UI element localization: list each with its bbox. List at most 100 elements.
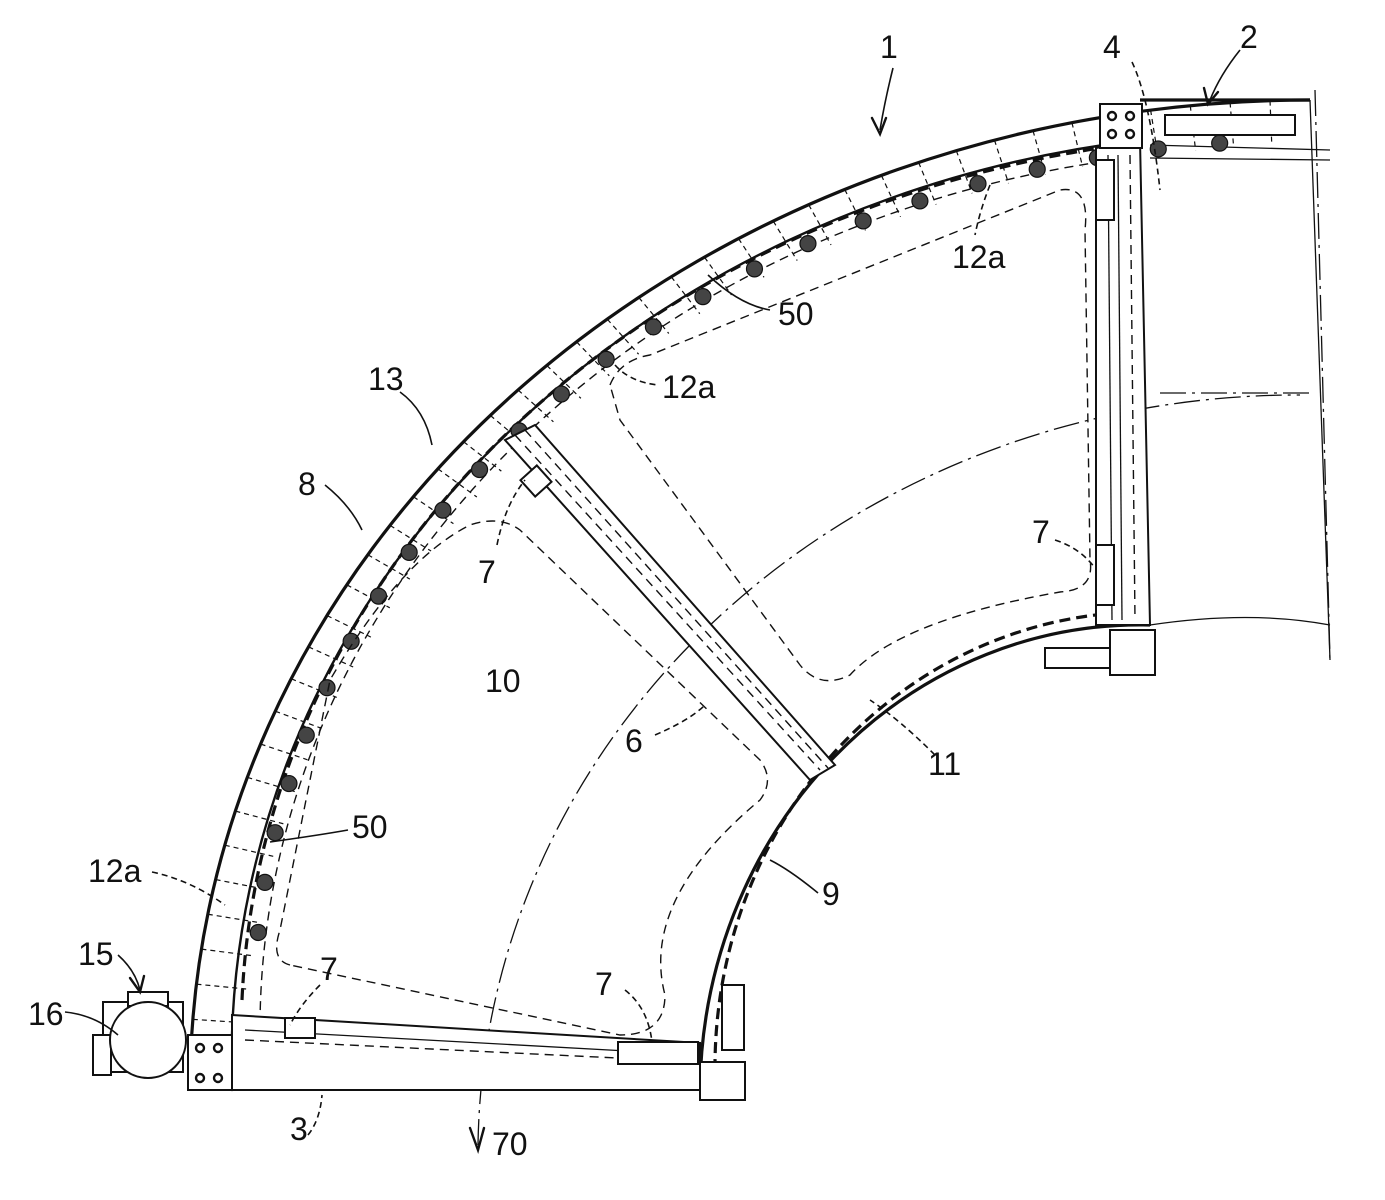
drive-motor: [109, 1001, 187, 1079]
belt-segment-tick: [308, 646, 354, 668]
belt-segment-tick: [606, 318, 640, 355]
leader-7a: [496, 479, 526, 546]
arrow-70: [468, 1126, 486, 1154]
chain-roller: [745, 260, 764, 278]
belt-segment-tick: [918, 162, 937, 205]
tension-unit-bottom: [699, 1061, 746, 1101]
chain-roller: [280, 774, 298, 793]
belt-segment-tick: [703, 256, 733, 296]
leader-12a-bot: [151, 871, 226, 906]
belt-segment-tick: [576, 341, 610, 377]
label-50-bot: 50: [352, 809, 388, 845]
belt-segment-tick: [955, 150, 973, 194]
chain-roller: [249, 923, 267, 942]
chain-roller: [969, 175, 987, 193]
mount-hole: [212, 1042, 224, 1054]
label-7c: 7: [320, 951, 338, 987]
belt-segment-tick: [993, 139, 1010, 184]
right-bracket-top: [1095, 159, 1115, 221]
mount-hole: [212, 1072, 224, 1084]
right-frame-line-3: [1129, 154, 1136, 621]
leader-1: [879, 67, 894, 131]
label-7d: 7: [595, 966, 613, 1002]
chain-roller: [297, 726, 315, 744]
diagonal-bracket: [519, 464, 553, 498]
straight-lower-edge: [1149, 616, 1331, 626]
chain-roller: [552, 385, 570, 403]
leader-16: [64, 1011, 119, 1036]
straight-right-end: [1314, 89, 1331, 661]
diagonal-frame-member: [503, 423, 837, 782]
chain-roller: [434, 501, 452, 519]
drive-side-box: [92, 1034, 112, 1076]
belt-segment-tick: [463, 441, 502, 472]
bottom-bracket-right: [617, 1041, 699, 1065]
belt-segment-tick: [1071, 122, 1084, 167]
label-10: 10: [485, 663, 521, 699]
inner-curve-arc: [698, 623, 1151, 1089]
belt-segment-tick: [201, 948, 251, 957]
tension-bolt-bottom: [721, 984, 745, 1051]
diagonal-line-2: [524, 429, 829, 769]
belt-segment-tick: [389, 524, 432, 552]
tension-bolt-right: [1044, 647, 1111, 669]
diagonal-line-1: [514, 434, 821, 771]
chain-roller: [266, 824, 284, 842]
label-13: 13: [368, 361, 404, 397]
chain-roller: [256, 873, 274, 891]
plate-hole: [1106, 128, 1118, 140]
leader-2: [1209, 49, 1241, 101]
bottom-bracket-left: [284, 1017, 316, 1039]
chain-roller: [342, 632, 360, 650]
straight-bracket: [1164, 114, 1296, 136]
right-frame-line-1: [1107, 154, 1113, 621]
chain-roller: [694, 288, 712, 306]
chain-roller: [854, 212, 872, 230]
straight-edge-3: [1149, 157, 1331, 161]
chain-roller: [911, 192, 929, 210]
belt-segment-tick: [437, 468, 478, 498]
label-50-top: 50: [778, 296, 814, 332]
leader-7c: [289, 984, 321, 1026]
chain-roller: [644, 318, 663, 336]
leader-50-top: [707, 274, 771, 311]
chain-rollers: [249, 134, 1229, 942]
chain-roller: [597, 350, 615, 368]
label-7b: 7: [1032, 514, 1050, 550]
leader-7d: [624, 989, 653, 1043]
label-9: 9: [822, 876, 840, 912]
belt-segment-tick: [346, 584, 391, 609]
label-15: 15: [78, 936, 114, 972]
belt-segment-tick: [224, 844, 274, 857]
guide-plate-11: [609, 188, 1092, 682]
belt-segment-tick: [638, 297, 670, 334]
leader-9: [769, 859, 819, 894]
chain-roller: [400, 543, 418, 561]
straight-edge-2: [1149, 144, 1331, 151]
drive-mount-plate: [187, 1034, 233, 1091]
leader-13: [399, 391, 433, 446]
belt-segment-tick: [808, 204, 832, 246]
chain-roller: [470, 460, 489, 479]
label-4: 4: [1103, 29, 1121, 65]
straight-right-end-2: [1309, 99, 1331, 661]
belt-segment-tick: [196, 983, 247, 990]
belt-segment-tick: [207, 913, 258, 923]
label-70: 70: [492, 1126, 528, 1162]
chain-roller: [318, 679, 336, 697]
inner-curve-dashed: [713, 610, 1141, 1071]
inner-frame-dashed: [259, 161, 1101, 1086]
belt-segment-tick: [670, 276, 701, 315]
belt-segment-tick: [326, 615, 372, 638]
belt-segment-tick: [546, 364, 582, 399]
chain-line: [240, 146, 1101, 1001]
leader-3: [307, 1094, 323, 1136]
belt-segment-tick: [413, 496, 454, 525]
right-bracket-bottom: [1095, 544, 1115, 606]
chain-roller: [1149, 140, 1167, 158]
plate-hole: [1106, 110, 1118, 122]
arrow-1: [870, 116, 888, 137]
belt-segment-tick: [235, 810, 284, 825]
label-12a-bot: 12a: [88, 853, 142, 889]
